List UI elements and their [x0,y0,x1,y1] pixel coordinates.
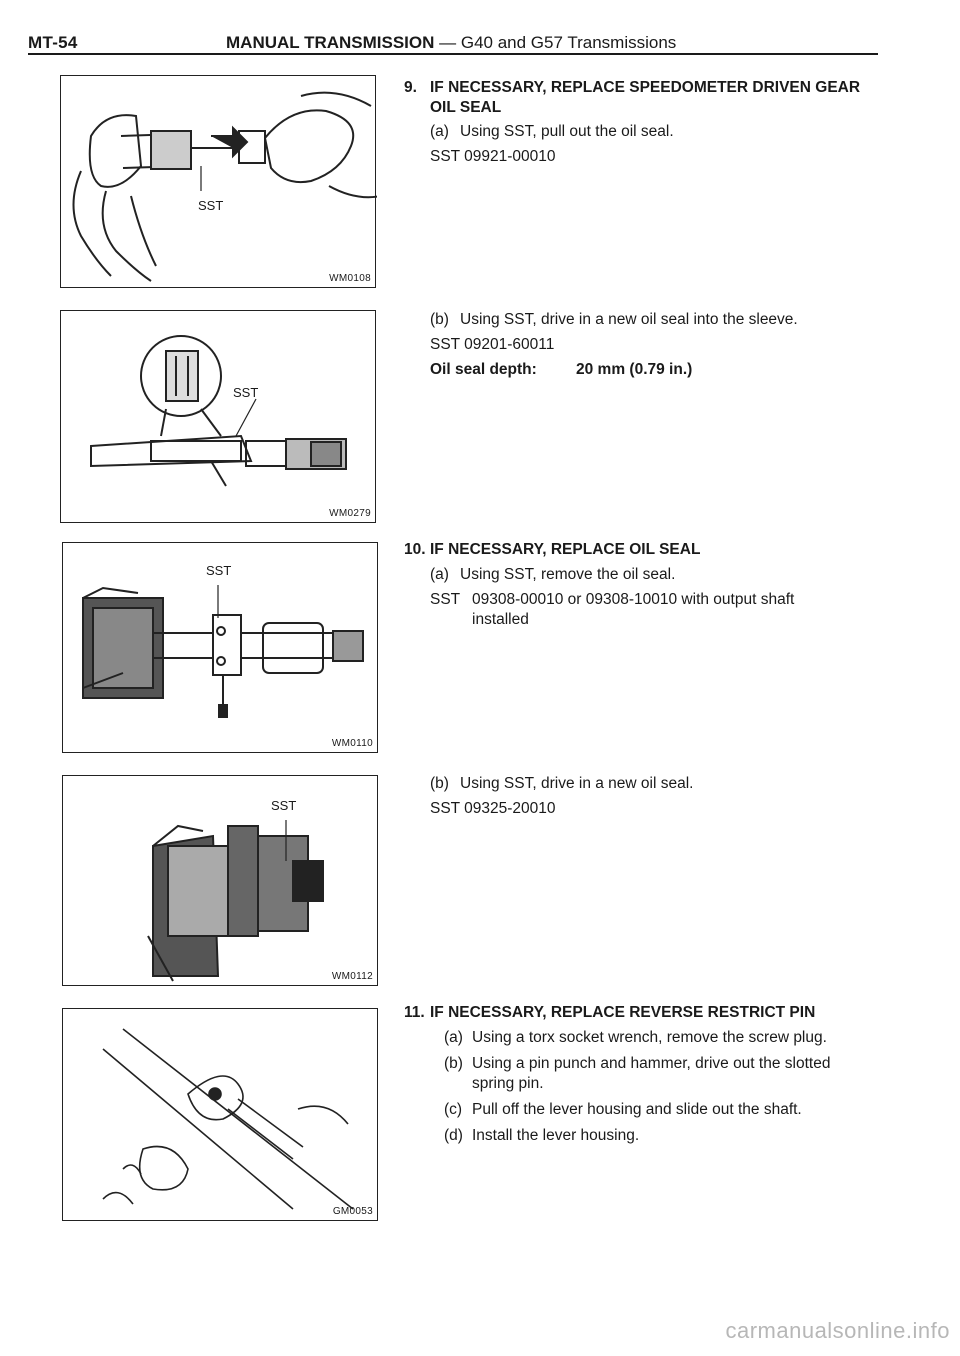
figure-drive-oil-seal: SST WM0112 [62,775,378,986]
figure-code: WM0108 [329,273,371,284]
item-text: Install the lever housing. [472,1127,640,1144]
figure-callout: SST [198,198,224,213]
sst-number: 09308-00010 or 09308-10010 with output s… [472,591,795,608]
item-text: Using SST, remove the oil seal. [460,566,676,583]
sst-continuation: installed [472,611,529,628]
illustration-hands-sst-puller [72,91,377,282]
item-label: (a) [444,1029,463,1046]
figure-code: WM0110 [331,738,373,749]
step-number: 10. [404,541,426,558]
sst-number: SST 09325-20010 [430,800,556,817]
sst-number: SST 09201-60011 [430,336,555,353]
item-label: (a) [430,566,449,583]
item-label: (d) [444,1127,463,1144]
watermark: carmanualsonline.info [725,1318,950,1343]
item-text: Using a pin punch and hammer, drive out … [472,1055,831,1072]
figure-reverse-restrict-pin: GM0053 [62,1008,378,1221]
header-rule [28,53,878,55]
illustration-seal-driver [147,820,324,982]
item-text-continuation: spring pin. [472,1075,544,1092]
step-title: IF NECESSARY, REPLACE REVERSE RESTRICT P… [430,1004,816,1021]
item-label: (b) [430,775,449,792]
section-title-rest: — G40 and G57 Transmissions [434,33,677,52]
item-label: (a) [430,123,449,140]
step-number: 9. [404,79,417,96]
figure-code: GM0053 [332,1206,373,1217]
item-label: (b) [430,311,449,328]
illustration-torx-wrench [102,1028,354,1210]
step-number: 11. [404,1004,425,1021]
figure-pull-oil-seal: SST WM0108 [60,75,377,288]
item-text: Using SST, drive in a new oil seal into … [460,311,798,328]
item-text: Using SST, pull out the oil seal. [460,123,674,140]
step-title: IF NECESSARY, REPLACE SPEEDOMETER DRIVEN… [430,78,900,118]
sst-prefix: SST [430,591,461,608]
illustration-seal-puller [82,585,364,718]
figure-drive-seal-sleeve: SST WM0279 [60,310,376,523]
illustration-sleeve-sst-driver [90,335,347,487]
sst-number: SST 09921-00010 [430,148,556,165]
item-label: (c) [444,1101,463,1118]
item-label: (b) [444,1055,463,1072]
item-text: Using a torx socket wrench, remove the s… [472,1029,827,1046]
spec-label: Oil seal depth: [430,361,537,378]
section-title: MANUAL TRANSMISSION — G40 and G57 Transm… [226,33,676,53]
figure-callout: SST [206,563,232,578]
step-title-line1: IF NECESSARY, REPLACE SPEEDOMETER DRIVEN… [430,79,861,96]
section-title-bold: MANUAL TRANSMISSION [226,33,435,52]
figure-remove-oil-seal: SST WM0110 [62,542,378,753]
figure-code: WM0279 [329,508,371,519]
spec-value: 20 mm (0.79 in.) [576,361,693,378]
figure-code: WM0112 [331,971,373,982]
page-number: MT-54 [28,33,78,52]
step-title-line2: OIL SEAL [430,99,502,116]
item-text: Pull off the lever housing and slide out… [472,1101,802,1118]
step-title: IF NECESSARY, REPLACE OIL SEAL [430,541,701,558]
figure-callout: SST [233,385,259,400]
item-text: Using SST, drive in a new oil seal. [460,775,694,792]
figure-callout: SST [271,798,297,813]
